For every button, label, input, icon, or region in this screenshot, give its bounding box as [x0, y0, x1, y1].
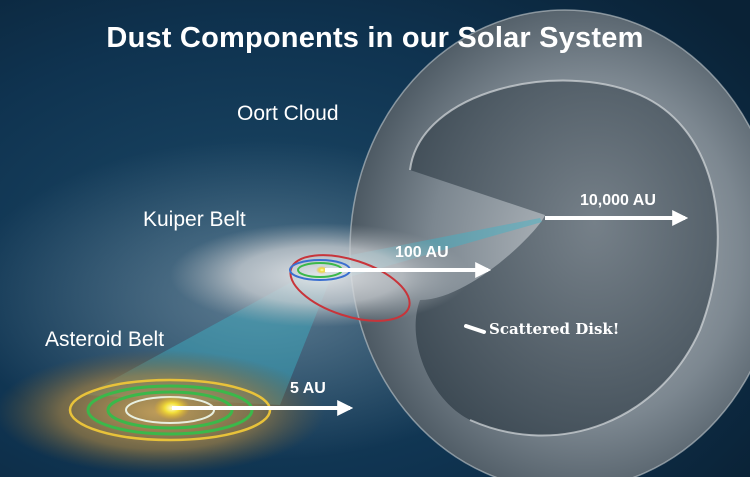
kuiper-belt-disk: [170, 223, 470, 327]
label-oort-cloud: Oort Cloud: [237, 102, 339, 125]
diagram-title: Dust Components in our Solar System: [106, 22, 644, 54]
label-asteroid-belt: Asteroid Belt: [45, 328, 165, 351]
oort-cloud-sphere: [349, 9, 750, 477]
label-kuiper-belt: Kuiper Belt: [143, 208, 246, 231]
label-10000-au: 10,000 AU: [580, 192, 656, 209]
scattered-disk-pointer: [464, 324, 486, 334]
label-5-au: 5 AU: [290, 380, 326, 397]
label-100-au: 100 AU: [395, 244, 449, 261]
label-scattered-disk: Scattered Disk!: [489, 320, 620, 338]
